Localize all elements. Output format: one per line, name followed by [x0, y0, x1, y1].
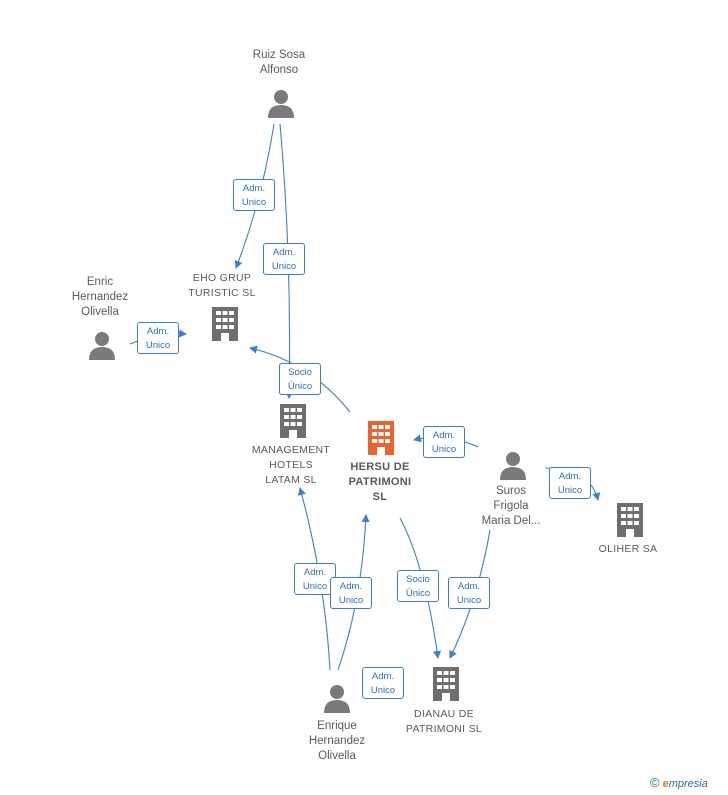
edge-badge-enrique-management: Adm. Unico — [294, 563, 336, 595]
node-label-enric: Enric Hernandez Olivella — [71, 276, 129, 318]
edge-badge-hersu-dianau: Socio Único — [397, 570, 439, 602]
edge-badge-enrique-hersu: Adm. Unico — [330, 577, 372, 609]
brand-name: mpresia — [668, 778, 708, 790]
edge-badge-suros-oliher: Adm. Unico — [549, 467, 591, 499]
building-icon[interactable] — [209, 307, 241, 343]
brand-initial: e — [662, 778, 669, 790]
edge-badge-ruiz-management: Adm. Unico — [263, 243, 305, 275]
node-label-suros: Suros Frigola Maria Del... — [481, 485, 541, 527]
building-icon[interactable] — [365, 421, 397, 457]
edge-badge-enrique-dianau: Adm. Unico — [362, 667, 404, 699]
node-label-enrique: Enrique Hernandez Olivella — [308, 720, 366, 762]
node-label-hersu: HERSU DE PATRIMONI SL — [348, 461, 412, 503]
person-icon[interactable] — [266, 88, 296, 118]
edge-badge-suros-hersu: Adm. Unico — [423, 426, 465, 458]
building-icon[interactable] — [614, 503, 646, 539]
building-icon[interactable] — [430, 667, 462, 703]
person-icon[interactable] — [498, 450, 528, 480]
edge-badge-hersu-eho: Socio Único — [279, 363, 321, 395]
node-label-eho: EHO GRUP TURISTIC SL — [188, 272, 256, 299]
person-icon[interactable] — [322, 683, 352, 713]
empresia-logo[interactable]: ©empresia — [650, 775, 708, 790]
node-label-management: MANAGEMENT HOTELS LATAM SL — [251, 444, 331, 486]
node-label-ruiz: Ruiz Sosa Alfonso — [252, 49, 306, 76]
edge-badge-ruiz-eho: Adm. Unico — [233, 179, 275, 211]
node-label-dianau: DIANAU DE PATRIMONI SL — [405, 708, 483, 735]
edge-badge-suros-dianau: Adm. Unico — [448, 577, 490, 609]
edge-badge-enric-eho: Adm. Unico — [137, 322, 179, 354]
node-label-oliher: OLIHER SA — [598, 543, 658, 555]
person-icon[interactable] — [87, 330, 117, 360]
copyright-icon: © — [650, 775, 660, 790]
building-icon[interactable] — [277, 404, 309, 440]
